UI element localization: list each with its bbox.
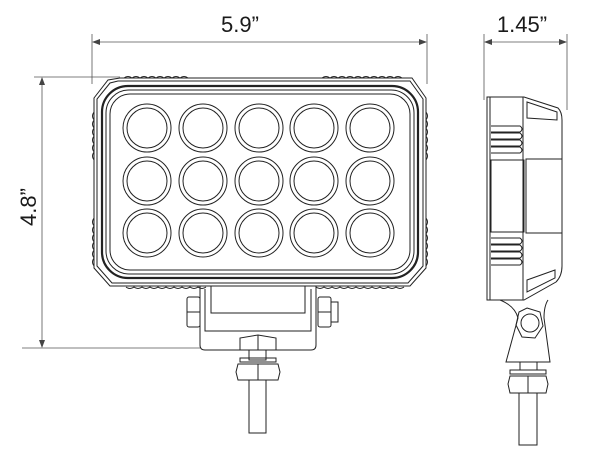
led-row-3: [122, 208, 395, 258]
led-reflector: [345, 208, 395, 258]
lens-edge: [109, 93, 411, 271]
led-reflector: [122, 156, 172, 206]
led-lens: [293, 160, 335, 202]
stud-shank: [248, 349, 267, 361]
led-reflector: [289, 103, 339, 153]
width-dimension: 5.9”: [91, 12, 428, 84]
cooling-fin: [491, 258, 523, 266]
right-bolt-tip: [330, 301, 339, 323]
led-reflector: [234, 208, 284, 258]
led-reflector: [178, 103, 228, 153]
led-reflector: [345, 103, 395, 153]
side-upper-notch: [526, 101, 558, 121]
housing-grip-bottom-right: [315, 286, 405, 289]
led-reflector: [289, 208, 339, 258]
width-label: 5.9”: [221, 12, 259, 37]
bezel-middle: [105, 89, 415, 275]
cooling-fin: [491, 139, 523, 147]
led-lens: [293, 212, 335, 254]
led-reflector: [178, 156, 228, 206]
led-row-1: [122, 103, 395, 153]
housing-grip-right-lower: [425, 217, 428, 267]
side-stud-nut: [507, 375, 549, 394]
led-reflector: [345, 156, 395, 206]
pivot-bolt: [520, 313, 540, 333]
housing-grip-left-lower: [92, 217, 95, 267]
depth-label: 1.45”: [497, 12, 547, 37]
bezel-outer: [100, 84, 420, 280]
led-lens: [126, 212, 168, 254]
stud-nut: [235, 363, 281, 381]
housing-grip-top-right: [321, 76, 403, 79]
side-housing-outline: [486, 96, 563, 301]
side-lower-notch: [526, 269, 556, 293]
housing-grip-left-upper: [92, 111, 95, 161]
cooling-fin: [491, 244, 523, 252]
led-lens: [349, 212, 391, 254]
u-bracket-inner: [204, 289, 312, 332]
side-rear-band: [525, 158, 563, 234]
front-view: [92, 76, 428, 434]
housing-grip-bottom-left: [125, 286, 207, 289]
stud-washer: [239, 357, 277, 363]
led-lens: [238, 107, 280, 149]
housing-outline-inner: [96, 80, 424, 284]
led-reflector: [234, 156, 284, 206]
cooling-fin: [491, 146, 523, 154]
cooling-fin: [491, 251, 523, 259]
led-lens: [238, 160, 280, 202]
housing-grip-right-upper: [425, 111, 428, 161]
side-view: [486, 96, 563, 446]
led-lens: [182, 160, 224, 202]
led-lens: [126, 107, 168, 149]
front-mount-bracket: [186, 285, 339, 434]
side-stud-washer: [509, 369, 547, 375]
led-grid: [122, 103, 395, 258]
led-lens: [293, 107, 335, 149]
led-reflector: [122, 208, 172, 258]
led-reflector: [234, 103, 284, 153]
led-lens: [349, 107, 391, 149]
side-center-band: [490, 159, 525, 233]
side-stud-rod: [518, 392, 538, 446]
bracket-block: [210, 285, 306, 314]
depth-dimension: 1.45”: [483, 12, 568, 110]
led-reflector: [289, 156, 339, 206]
height-label: 4.8”: [16, 188, 41, 226]
cooling-fin: [491, 132, 523, 140]
led-lens: [126, 160, 168, 202]
cooling-fin: [491, 125, 523, 133]
led-lens: [349, 160, 391, 202]
stud-rod: [248, 379, 267, 434]
led-row-2: [122, 156, 395, 206]
height-dimension: 4.8”: [16, 76, 200, 349]
led-lens: [182, 212, 224, 254]
side-stud-shank: [519, 361, 538, 371]
led-reflector: [178, 208, 228, 258]
pivot-bolt-head: [515, 307, 544, 339]
led-lens: [238, 212, 280, 254]
led-reflector: [122, 103, 172, 153]
led-lens: [182, 107, 224, 149]
housing-grip-top-left: [123, 76, 189, 79]
cooling-fin: [491, 237, 523, 245]
